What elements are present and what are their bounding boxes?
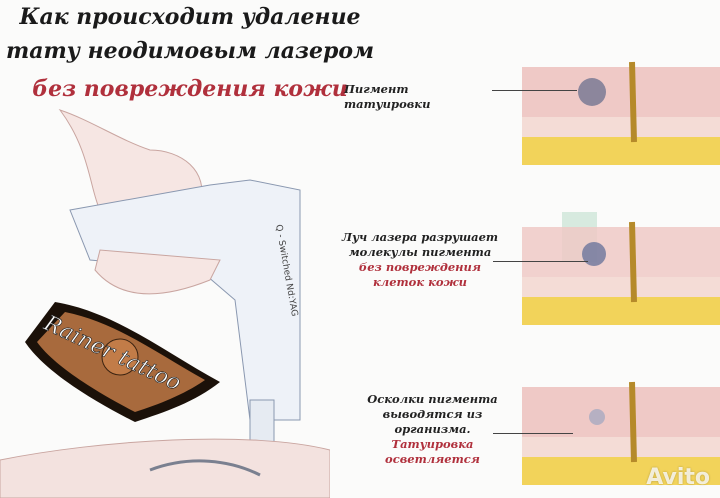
text: организма. [394, 422, 471, 436]
skin-panel-pigment [522, 52, 720, 167]
text: клеток кожи [373, 275, 467, 289]
label-pigment: Пигмент татуировки [344, 82, 431, 111]
skin-panel-laser [522, 212, 720, 327]
label-laser: Луч лазера разрушает молекулы пигмента б… [340, 230, 500, 290]
text: Луч лазера разрушает [341, 230, 499, 244]
label-removal: Осколки пигмента выводятся из организма.… [360, 392, 505, 467]
skin-panel-removal [522, 372, 720, 487]
avito-watermark: Avito [646, 465, 710, 490]
pointer-line [492, 90, 577, 91]
rainer-tattoo-logo: Rainer tattoo [25, 302, 220, 422]
text: Татуировка [391, 437, 474, 451]
pointer-line [493, 261, 588, 262]
text: без повреждения [358, 260, 482, 274]
text: Осколки пигмента [367, 392, 498, 406]
text: осветляется [385, 452, 480, 466]
title-line-2: тату неодимовым лазером [6, 38, 374, 64]
text: молекулы пигмента [348, 245, 492, 259]
laser-device-illustration: Q - Switched Nd:YAG [0, 109, 330, 498]
pointer-line [493, 433, 573, 434]
title-line-1: Как происходит удаление [19, 4, 361, 30]
title-line-3: без повреждения кожи [32, 76, 348, 102]
text: выводятся из [382, 407, 483, 421]
